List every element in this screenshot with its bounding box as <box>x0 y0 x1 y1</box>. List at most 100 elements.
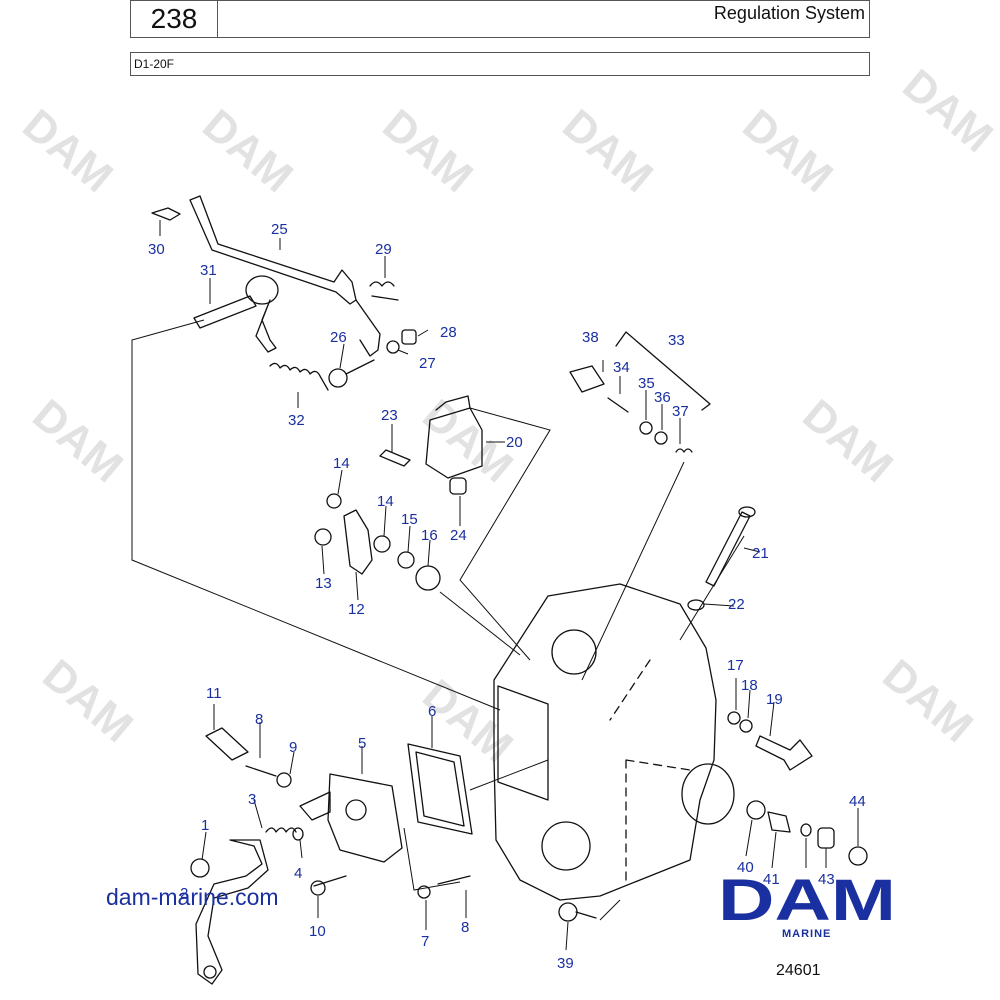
housing-mount-face <box>497 685 549 801</box>
screw-part <box>607 397 629 413</box>
part-label-24: 24 <box>450 527 467 544</box>
plug-part <box>848 846 868 866</box>
part-label-27: 27 <box>419 355 436 372</box>
part-label-7: 7 <box>421 933 429 950</box>
cap-part <box>569 365 605 393</box>
part-label-8b: 8 <box>255 711 263 728</box>
leader-lines <box>131 220 859 951</box>
leader-line <box>439 591 521 656</box>
spring-part <box>415 565 441 591</box>
part-label-28: 28 <box>440 324 457 341</box>
bolt-head <box>310 880 326 896</box>
part-label-26: 26 <box>330 329 347 346</box>
nut-part <box>767 811 791 833</box>
bolt-head <box>328 368 348 388</box>
part-label-36: 36 <box>654 389 671 406</box>
header-model-row: D1-20F <box>130 52 870 76</box>
part-label-5: 5 <box>358 735 366 752</box>
part-label-2: 2 <box>180 885 188 902</box>
nut-part <box>449 477 467 495</box>
part-label-14a: 14 <box>333 455 350 472</box>
gasket-part <box>407 743 473 835</box>
part-label-15: 15 <box>401 511 418 528</box>
part-label-43: 43 <box>818 871 835 888</box>
seal-part <box>746 800 766 820</box>
watermark-text: DAM <box>14 100 122 202</box>
washer-part <box>727 711 741 725</box>
tension-spring-part <box>269 362 329 391</box>
header-title-row: 238 Regulation System <box>130 0 870 38</box>
sleeve-part <box>817 827 835 849</box>
part-label-22: 22 <box>728 596 745 613</box>
part-label-39: 39 <box>557 955 574 972</box>
part-label-18: 18 <box>741 677 758 694</box>
part-label-4: 4 <box>294 865 302 882</box>
watermark-text: DAM <box>894 60 1000 162</box>
nut-part <box>639 421 653 435</box>
spring-part <box>369 281 399 301</box>
part-label-40: 40 <box>737 859 754 876</box>
bolt-head <box>558 902 578 922</box>
model-label: D1-20F <box>134 57 175 71</box>
nut-part <box>401 329 417 345</box>
section-title: Regulation System <box>713 3 865 23</box>
watermark-text: DAM <box>554 100 662 202</box>
long-bolt-part <box>705 511 751 587</box>
washer-part <box>326 493 342 509</box>
link-rod-part <box>189 195 357 305</box>
watermark-text: DAM <box>194 100 302 202</box>
lever-screw-part <box>755 735 813 771</box>
leader-line <box>469 759 549 791</box>
watermark-text: DAM <box>414 670 522 772</box>
leader-line <box>459 407 551 661</box>
part-label-3: 3 <box>248 791 256 808</box>
watermark-text: DAM <box>794 390 902 492</box>
leader-line <box>159 220 859 951</box>
nut-part <box>190 858 210 878</box>
part-label-23: 23 <box>381 407 398 424</box>
part-label-8a: 8 <box>461 919 469 936</box>
washer-part <box>373 535 391 553</box>
leader-line <box>581 461 685 681</box>
part-label-32: 32 <box>288 412 305 429</box>
group-bracket-33 <box>615 331 711 411</box>
page-number: 238 <box>131 1 218 37</box>
washer-part <box>386 340 400 354</box>
part-label-30: 30 <box>148 241 165 258</box>
spring-part <box>265 827 297 833</box>
washer-part <box>417 885 431 899</box>
part-label-25: 25 <box>271 221 288 238</box>
cover-boss <box>345 799 367 821</box>
part-label-21: 21 <box>752 545 769 562</box>
part-label-35: 35 <box>638 375 655 392</box>
logo-subtext: MARINE <box>782 928 832 940</box>
part-labels: 1 2 3 4 5 6 7 8 8 9 10 11 12 13 14 14 15… <box>148 221 866 972</box>
o-ring-part <box>292 827 304 841</box>
part-label-11: 11 <box>206 685 222 702</box>
leader-line <box>599 899 621 921</box>
part-label-1: 1 <box>201 817 209 834</box>
website-link[interactable]: dam-marine.com <box>106 884 279 910</box>
washer-part <box>397 551 415 569</box>
main-housing-part <box>493 583 717 901</box>
adjust-screw-part <box>379 449 411 467</box>
diagram-code: 24601 <box>776 962 821 979</box>
cover-plate-part <box>327 773 403 863</box>
leader-line <box>131 319 501 711</box>
part-label-9: 9 <box>289 739 297 756</box>
washer-part <box>314 528 332 546</box>
part-label-10: 10 <box>309 923 326 940</box>
bolt-shaft <box>345 359 375 375</box>
housing-flange <box>681 763 735 825</box>
lever-plate-part <box>343 509 373 575</box>
leader-line <box>679 535 745 641</box>
washer-part <box>687 599 705 611</box>
washer-part <box>654 431 668 445</box>
dam-marine-logo: DAM <box>718 874 896 926</box>
gasket-inner <box>415 751 465 827</box>
housing-bore <box>551 629 597 675</box>
watermark-text: DAM <box>34 650 142 752</box>
part-drawings <box>151 195 868 985</box>
bolt-part <box>245 765 277 777</box>
